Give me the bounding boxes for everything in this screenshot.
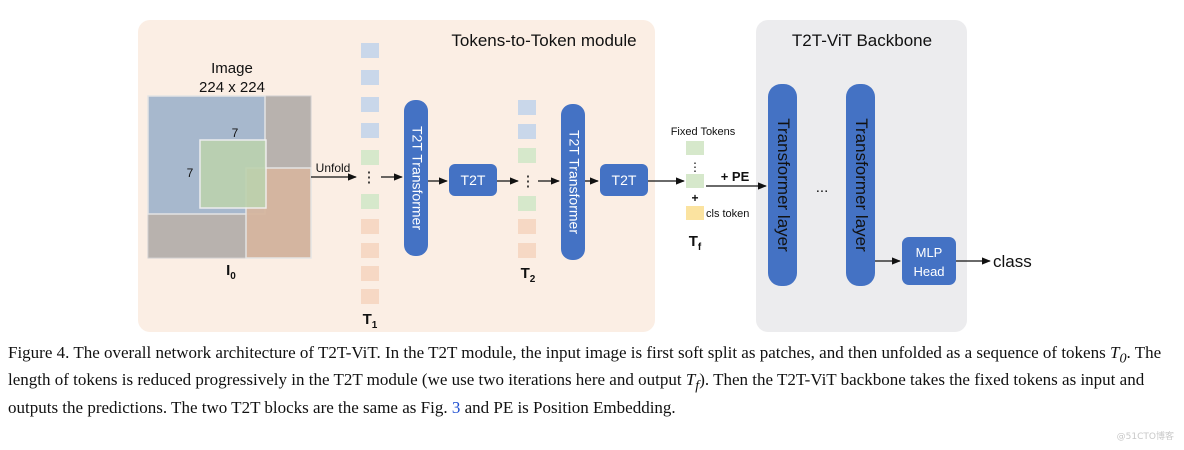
patch-size-top: 7 — [232, 126, 239, 140]
t2t-module-title: Tokens-to-Token module — [451, 31, 636, 50]
t2t-block-label-2: T2T — [612, 172, 637, 188]
fixed-tokens-vdots: ⋮ — [689, 160, 701, 174]
transformer-layer-label-1: Transformer layer — [774, 118, 793, 252]
layers-ellipsis: ... — [816, 179, 829, 196]
t2t-transformer-block-1 — [404, 100, 428, 256]
image-size: 224 x 224 — [199, 79, 265, 96]
t2-label: T2 — [521, 265, 536, 285]
figure-reference-link[interactable]: 3 — [451, 397, 461, 417]
cls-token-label: cls token — [706, 208, 749, 220]
caption-text-2: . The length of tokens is reduced progre… — [8, 343, 1162, 390]
token-column-t1 — [361, 43, 379, 304]
class-output-label: class — [993, 252, 1032, 271]
caption-text-3: ). Then the T2T-ViT backbone takes the f… — [8, 370, 1145, 417]
caption-text-4: and PE is Position Embedding. — [460, 397, 676, 417]
t2t-transformer-block-2 — [561, 104, 585, 260]
caption-math-t0: T0 — [1109, 343, 1127, 367]
transformer-layer-label-n: Transformer layer — [852, 118, 871, 252]
t2t-block-2 — [600, 164, 648, 196]
caption-text-1: Figure 4. The overall network architectu… — [8, 343, 1110, 362]
mlp-head-label-1: MLP — [916, 245, 943, 260]
cls-token — [686, 206, 704, 220]
caption-math-tf: Tf — [685, 370, 700, 394]
pe-label: + PE — [721, 169, 750, 184]
patch-size-left: 7 — [187, 166, 194, 180]
watermark: @51CTO博客 — [1116, 432, 1174, 442]
tokens0-vdots: ⋮ — [362, 169, 377, 186]
mlp-head-label-2: Head — [913, 264, 944, 279]
backbone-title: T2T-ViT Backbone — [792, 31, 932, 50]
figure-caption: Figure 4. The overall network architectu… — [8, 342, 1176, 419]
tokens-t2-vdots: ⋮ — [521, 173, 536, 190]
fixed-tokens-label: Fixed Tokens — [671, 126, 736, 138]
tf-label: Tf — [689, 233, 702, 253]
architecture-diagram: Tokens-to-Token module T2T-ViT Backbone … — [138, 20, 1032, 332]
t2t-transformer-label-1: T2T Transformer — [409, 126, 425, 230]
transformer-layer-1 — [768, 84, 797, 286]
image-title: Image — [211, 60, 253, 77]
t2t-block-label-1: T2T — [461, 172, 486, 188]
t1-label: T1 — [363, 311, 378, 331]
t2t-block-1 — [449, 164, 497, 196]
input-image — [147, 95, 312, 259]
token-column-t2 — [518, 100, 536, 258]
image-label: I0 — [226, 262, 236, 282]
patch-green — [199, 139, 267, 209]
t2t-transformer-label-2: T2T Transformer — [566, 130, 582, 234]
fixed-token-column — [686, 141, 704, 220]
mlp-head-block — [902, 237, 956, 285]
plus-sign: + — [691, 191, 698, 205]
unfold-label: Unfold — [316, 161, 351, 175]
transformer-layer-n — [846, 84, 875, 286]
